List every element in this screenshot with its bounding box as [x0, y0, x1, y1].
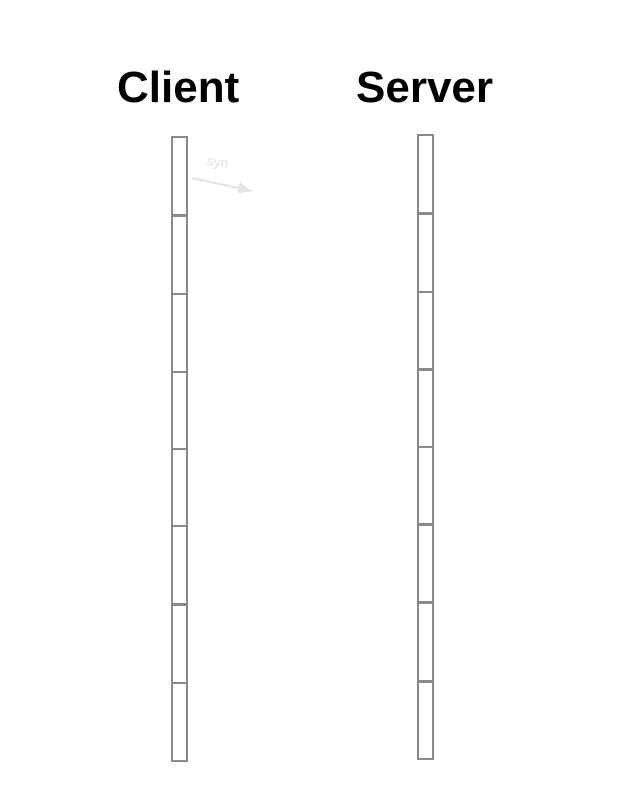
server-lifeline-divider — [419, 291, 432, 293]
server-lifeline-divider — [419, 523, 432, 526]
client-lifeline-divider — [173, 603, 186, 606]
client-lifeline — [171, 136, 188, 762]
client-lifeline-divider — [173, 214, 186, 217]
server-lifeline-divider — [419, 680, 432, 683]
client-lifeline-divider — [173, 293, 186, 295]
syn-message-label: syn — [205, 152, 230, 171]
server-lifeline-divider — [419, 446, 432, 448]
server-lifeline — [417, 134, 434, 760]
client-lifeline-divider — [173, 525, 186, 527]
server-lifeline-divider — [419, 212, 432, 215]
client-lifeline-divider — [173, 371, 186, 373]
client-lifeline-divider — [173, 448, 186, 450]
server-lifeline-divider — [419, 368, 432, 371]
server-heading: Server — [356, 63, 494, 112]
syn-message-arrow — [191, 177, 253, 194]
client-lifeline-divider — [173, 682, 186, 684]
client-heading: Client — [117, 63, 240, 112]
server-lifeline-divider — [419, 601, 432, 604]
